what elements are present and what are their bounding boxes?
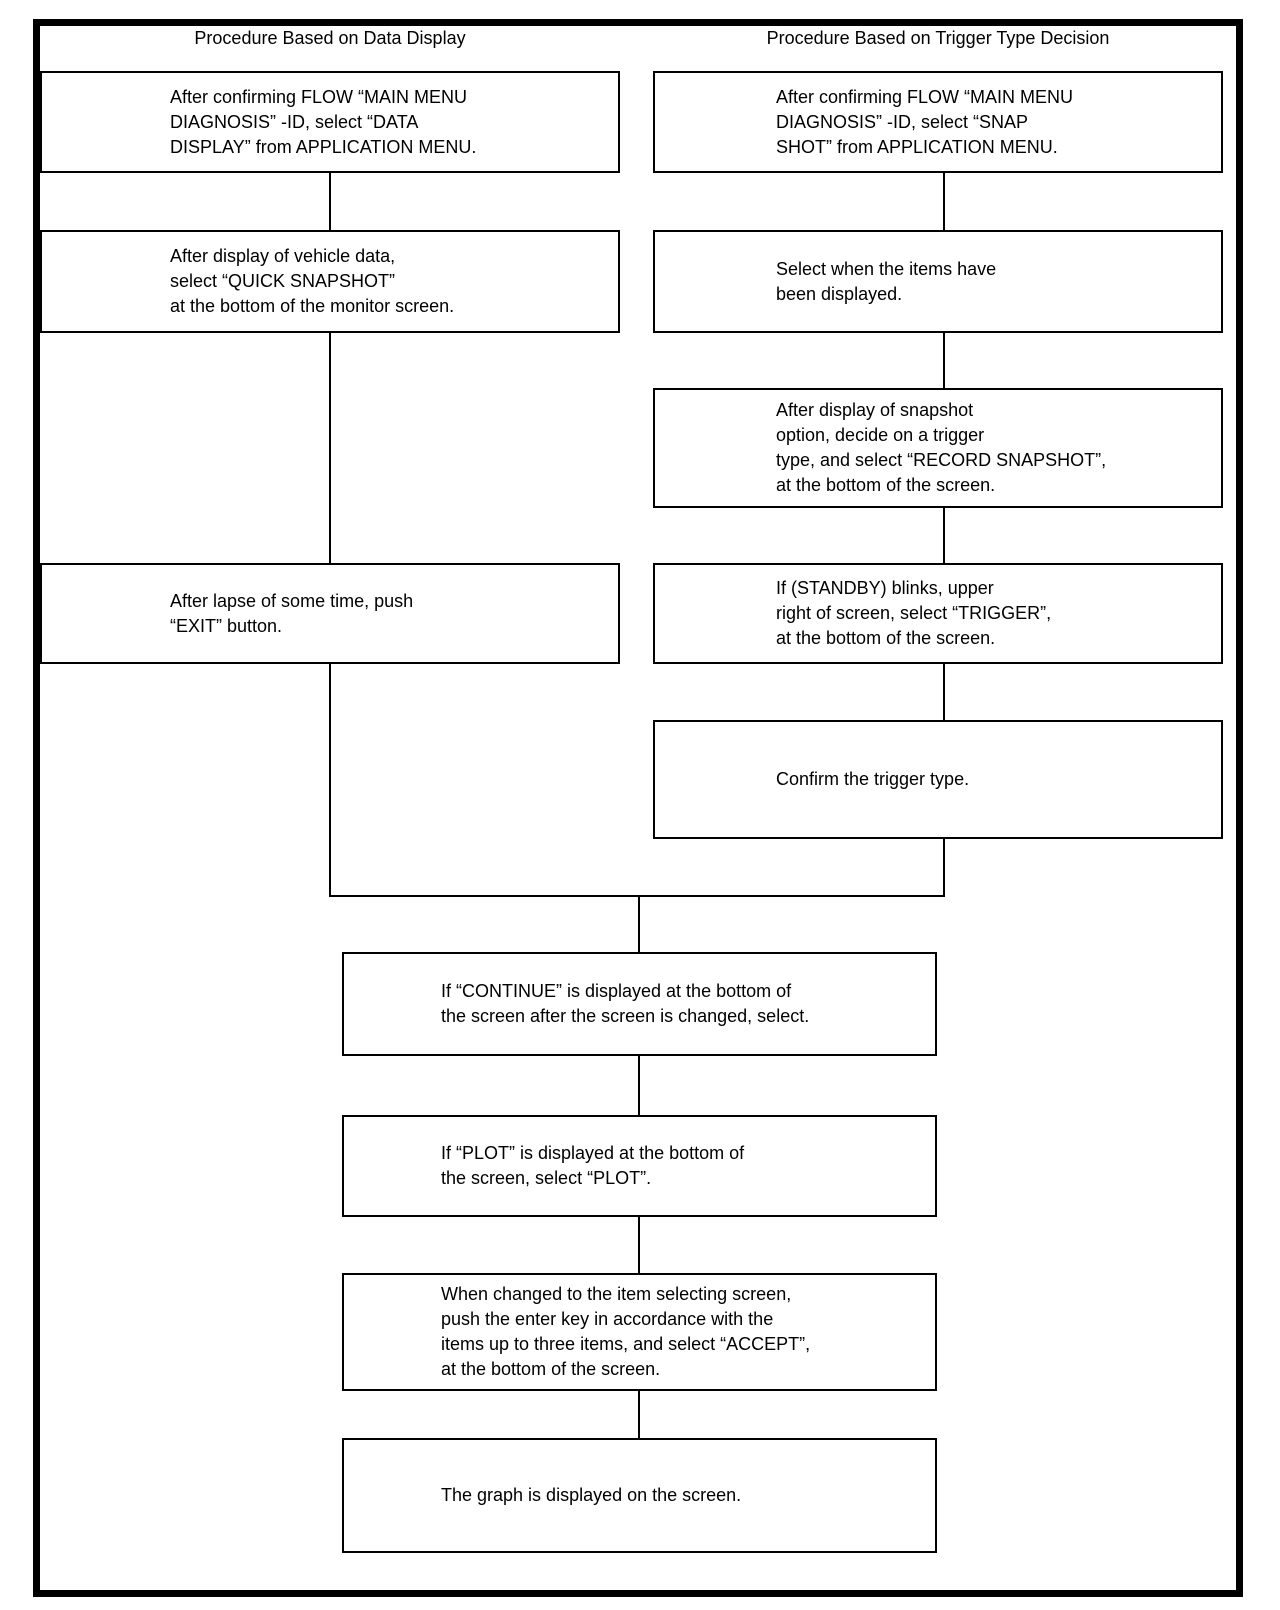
- connector-left-2-3: [329, 333, 331, 563]
- box-text-line: option, decide on a trigger: [776, 425, 985, 445]
- box-text-line: If “PLOT” is displayed at the bottom of: [441, 1143, 745, 1163]
- box-text-line: select “QUICK SNAPSHOT”: [170, 271, 396, 291]
- box-text-line: Select when the items have: [776, 258, 997, 279]
- box-text-line: type, and select “RECORD SNAPSHOT”,: [776, 450, 1107, 470]
- box-text-line: at the bottom of the screen.: [776, 628, 996, 648]
- box-trigger-standby: If (STANDBY) blinks, upper right of scree…: [653, 563, 1223, 664]
- connector-left-1-2: [329, 173, 331, 230]
- box-text-line: right of screen, select “TRIGGER”,: [776, 603, 1052, 623]
- box-text-line: at the bottom of the screen.: [776, 475, 996, 495]
- box-text-line: the screen, select “PLOT”.: [441, 1168, 652, 1188]
- page-border-frame: [33, 19, 1243, 1597]
- connector-right-4-5: [943, 664, 945, 720]
- connector-right-to-merge: [943, 839, 945, 897]
- box-text-line: the screen after the screen is changed, …: [441, 1006, 810, 1026]
- connector-merge-to-center-1: [638, 897, 640, 952]
- box-text-line: DIAGNOSIS” -ID, select “DATA: [170, 111, 419, 132]
- box-text-line: After display of snapshot: [776, 400, 974, 420]
- connector-center-1-2: [638, 1056, 640, 1115]
- box-text-line: items up to three items, and select “ACC…: [441, 1334, 811, 1354]
- box-text-line: push the enter key in accordance with th…: [441, 1309, 774, 1329]
- box-text-line: After confirming FLOW “MAIN MENU: [170, 86, 468, 107]
- box-plot: If “PLOT” is displayed at the bottom of t…: [342, 1115, 937, 1217]
- connector-right-2-3: [943, 333, 945, 388]
- box-text-line: “EXIT” button.: [170, 615, 283, 636]
- box-text-line: If (STANDBY) blinks, upper: [776, 578, 994, 598]
- box-text-line: If “CONTINUE” is displayed at the bottom…: [441, 981, 792, 1001]
- box-text-line: been displayed.: [776, 283, 903, 304]
- box-text-line: at the bottom of the screen.: [441, 1359, 661, 1379]
- box-graph-displayed: The graph is displayed on the screen.: [342, 1438, 937, 1553]
- box-select-data-display: After confirming FLOW “MAIN MENU DIAGNOSI…: [40, 71, 620, 173]
- box-text-line: at the bottom of the monitor screen.: [170, 296, 455, 316]
- connector-right-1-2: [943, 173, 945, 230]
- column-header-trigger-type: Procedure Based on Trigger Type Decision: [766, 28, 1110, 48]
- connector-center-2-3: [638, 1217, 640, 1273]
- box-text-line: DISPLAY” from APPLICATION MENU.: [170, 136, 477, 157]
- box-text-line: After confirming FLOW “MAIN MENU: [776, 86, 1074, 107]
- box-exit-button: After lapse of some time, push “EXIT” but…: [40, 563, 620, 664]
- box-accept-items: When changed to the item selecting scree…: [342, 1273, 937, 1391]
- box-text-line: The graph is displayed on the screen.: [441, 1485, 742, 1505]
- box-text-line: After lapse of some time, push: [170, 590, 414, 611]
- box-continue: If “CONTINUE” is displayed at the bottom…: [342, 952, 937, 1056]
- box-text-line: SHOT” from APPLICATION MENU.: [776, 136, 1058, 157]
- connector-center-3-4: [638, 1391, 640, 1438]
- connector-left-to-merge: [329, 664, 331, 897]
- box-select-items: Select when the items have been displayed…: [653, 230, 1223, 333]
- box-confirm-trigger-type: Confirm the trigger type.: [653, 720, 1223, 839]
- column-header-data-display: Procedure Based on Data Display: [194, 28, 466, 48]
- box-text-line: DIAGNOSIS” -ID, select “SNAP: [776, 111, 1029, 132]
- box-text-line: Confirm the trigger type.: [776, 769, 970, 789]
- box-select-snap-shot: After confirming FLOW “MAIN MENU DIAGNOSI…: [653, 71, 1223, 173]
- connector-merge-horizontal: [329, 895, 945, 897]
- connector-right-3-4: [943, 508, 945, 563]
- box-text-line: After display of vehicle data,: [170, 246, 396, 266]
- box-quick-snapshot: After display of vehicle data, select “QU…: [40, 230, 620, 333]
- box-record-snapshot: After display of snapshot option, decide …: [653, 388, 1223, 508]
- box-text-line: When changed to the item selecting scree…: [441, 1284, 792, 1304]
